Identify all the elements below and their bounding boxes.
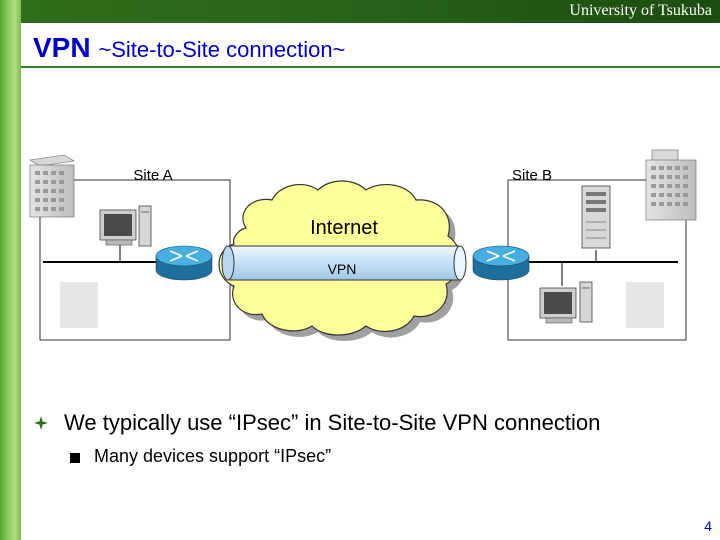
slide-title-sub: ~Site-to-Site connection~ <box>98 37 346 62</box>
server-b-icon <box>581 185 611 249</box>
site-b-label: Site B <box>512 167 552 184</box>
vpn-tunnel-label: VPN <box>328 261 357 277</box>
router-b-icon <box>472 245 530 281</box>
vpn-tunnel <box>221 245 467 281</box>
diamond-bullet-icon <box>34 416 48 430</box>
internet-label: Internet <box>310 217 378 239</box>
left-accent-bar <box>0 0 21 540</box>
page-number: 4 <box>704 518 712 534</box>
bullet-text-sub: Many devices support “IPsec” <box>94 446 332 466</box>
router-a-icon <box>155 245 213 281</box>
pc-b-icon <box>539 281 593 324</box>
building-a-icon <box>29 154 75 218</box>
header-bar: University of Tsukuba <box>21 0 720 23</box>
device-placeholder-a <box>60 282 98 328</box>
title-divider <box>21 66 720 68</box>
bullet-text-main: We typically use “IPsec” in Site-to-Site… <box>64 410 601 435</box>
square-bullet-icon <box>70 453 80 463</box>
device-placeholder-b <box>626 282 664 328</box>
slide-title-main: VPN <box>33 32 99 63</box>
slide-title: VPN ~Site-to-Site connection~ <box>33 29 345 67</box>
pc-a-icon <box>99 205 152 247</box>
building-b-icon <box>645 149 697 221</box>
university-name: University of Tsukuba <box>569 2 712 19</box>
site-a-label: Site A <box>133 167 172 184</box>
